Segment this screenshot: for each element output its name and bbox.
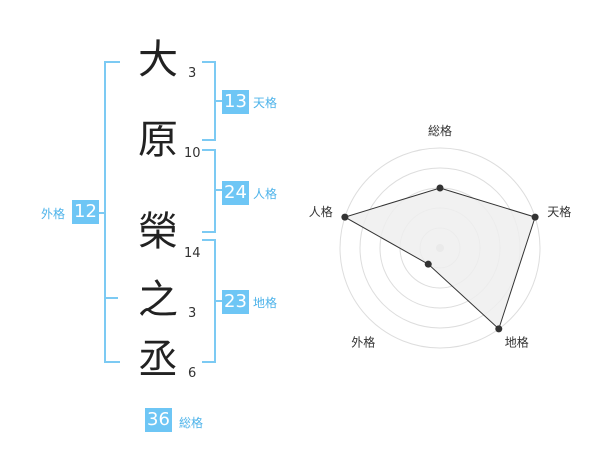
gaikaku-bracket-tick bbox=[104, 297, 118, 299]
jinkaku-bracket-connector bbox=[214, 189, 222, 191]
radar-point-1 bbox=[436, 184, 444, 192]
jinkaku-label: 人格 bbox=[253, 187, 278, 201]
radar-point-5 bbox=[341, 213, 349, 221]
tenkaku-label: 天格 bbox=[253, 96, 278, 110]
radar-area bbox=[343, 187, 536, 330]
tenkaku-value-badge: 13 bbox=[222, 90, 249, 114]
jinkaku-bracket bbox=[202, 149, 216, 233]
radar-axis-label: 地格 bbox=[505, 335, 529, 350]
radar-axis-label: 総格 bbox=[428, 123, 452, 138]
name-char-4: 之 bbox=[138, 277, 178, 323]
stroke-count-2: 10 bbox=[184, 146, 201, 161]
radar-axis-label: 外格 bbox=[351, 335, 375, 350]
gaikaku-value-badge: 12 bbox=[72, 200, 99, 224]
jinkaku-value-badge: 24 bbox=[222, 181, 249, 205]
radar-point-2 bbox=[531, 213, 539, 221]
radar-axis-label: 天格 bbox=[547, 204, 571, 219]
name-char-1: 大 bbox=[138, 37, 178, 83]
radar-point-3 bbox=[495, 325, 503, 333]
tenkaku-bracket-connector bbox=[214, 100, 222, 102]
stroke-count-3: 14 bbox=[184, 246, 201, 261]
stroke-count-1: 3 bbox=[188, 66, 197, 81]
radar-ring bbox=[339, 147, 541, 349]
stroke-count-5: 6 bbox=[188, 366, 197, 381]
stroke-count-4: 3 bbox=[188, 306, 197, 321]
chikaku-bracket-connector bbox=[214, 300, 222, 302]
soukaku-label: 総格 bbox=[179, 416, 204, 430]
gaikaku-label: 外格 bbox=[41, 207, 66, 221]
soukaku-value-badge: 36 bbox=[145, 408, 172, 432]
radar-point-4 bbox=[424, 260, 432, 268]
name-char-3: 榮 bbox=[138, 209, 178, 255]
chikaku-label: 地格 bbox=[253, 296, 278, 310]
gaikaku-bracket-connector bbox=[98, 212, 106, 214]
name-char-2: 原 bbox=[138, 117, 178, 163]
radar-axis-label: 人格 bbox=[309, 204, 333, 219]
chikaku-value-badge: 23 bbox=[222, 290, 249, 314]
name-char-5: 丞 bbox=[138, 337, 178, 383]
